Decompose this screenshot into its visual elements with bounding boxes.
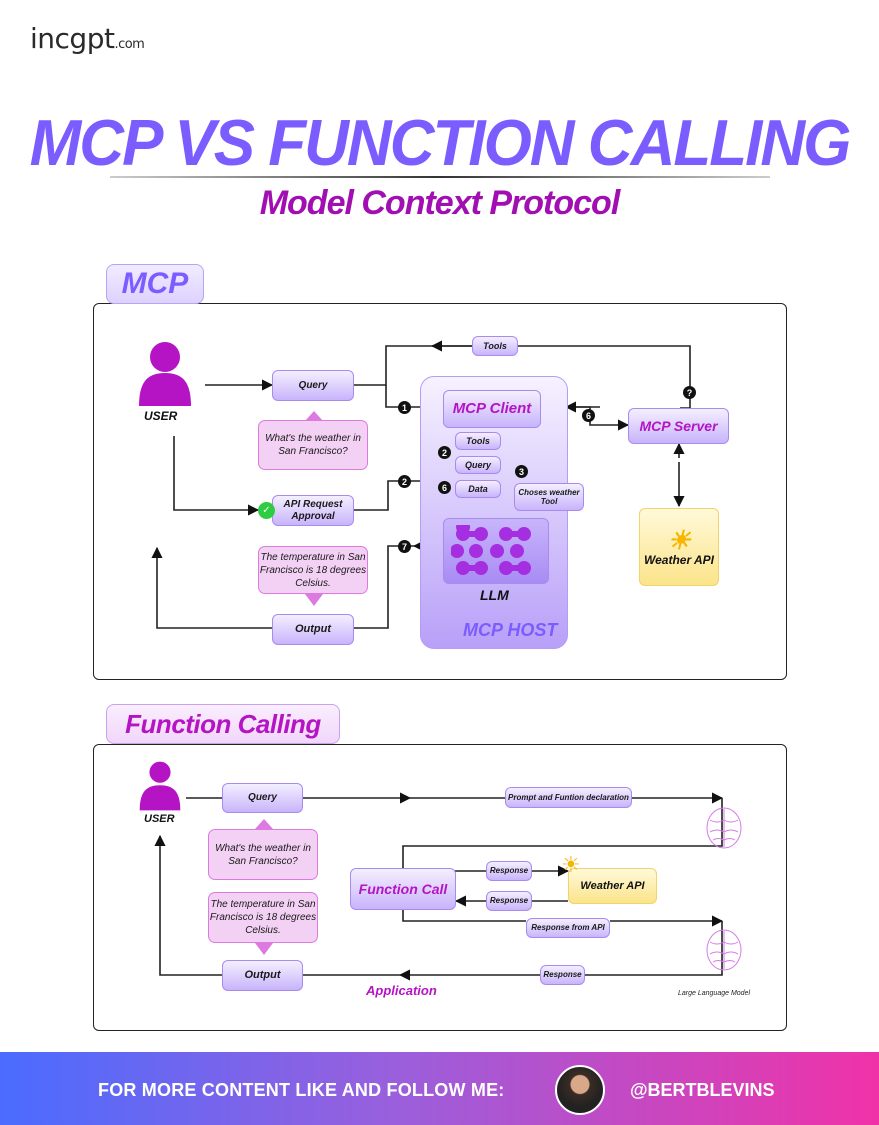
footer-cta: FOR MORE CONTENT LIKE AND FOLLOW ME: <box>98 1080 505 1100</box>
step-badge: 6 <box>582 409 595 422</box>
step-badge: 6 <box>438 481 451 494</box>
step-badge: 2 <box>398 475 411 488</box>
page-title: MCP VS FUNCTION CALLING <box>29 107 852 180</box>
llm-label: LLM <box>480 587 509 603</box>
site-logo[interactable]: incgpt.com <box>30 22 145 55</box>
user-icon <box>137 340 193 408</box>
mcp-weather-api-node[interactable]: ☀ Weather API <box>639 508 719 586</box>
llm-caption: Large Language Model <box>678 990 751 997</box>
bubble-pointer <box>305 594 323 606</box>
brain-icon <box>705 806 743 850</box>
mcp-api-approval-node[interactable]: API Request Approval <box>272 495 354 526</box>
bubble-pointer <box>255 943 273 955</box>
mcp-host-label: MCP HOST <box>463 620 558 640</box>
sun-icon: ☀ <box>667 525 691 555</box>
brain-icon <box>705 928 743 972</box>
weather-api-label: Weather API <box>643 553 715 567</box>
mcp-section-label: MCP <box>106 264 204 304</box>
mcp-stack-data[interactable]: Data <box>455 480 501 498</box>
fc-query-node[interactable]: Query <box>222 783 303 813</box>
mcp-query-node[interactable]: Query <box>272 370 354 401</box>
response-to-weather-node[interactable]: Response <box>486 861 532 881</box>
mcp-chooses-tool-note: Choses weather Tool <box>514 483 584 511</box>
title-divider <box>110 176 770 178</box>
user-icon <box>137 760 183 812</box>
step-badge: 1 <box>398 401 411 414</box>
step-badge: 2 <box>438 446 451 459</box>
author-avatar[interactable] <box>555 1065 605 1115</box>
bubble-pointer <box>305 411 323 421</box>
final-response-node[interactable]: Response <box>540 965 585 985</box>
step-badge: 7 <box>398 540 411 553</box>
footer-banner: FOR MORE CONTENT LIKE AND FOLLOW ME: @BE… <box>0 1052 879 1125</box>
sun-icon: ☀ <box>561 852 581 877</box>
mcp-output-bubble: The temperature in San Francisco is 18 d… <box>258 546 368 594</box>
step-badge: ? <box>683 386 696 399</box>
mcp-query-bubble: What's the weather in San Francisco? <box>258 420 368 470</box>
llm-network-icon <box>451 525 531 575</box>
mcp-user-label: USER <box>144 409 178 423</box>
function-calling-section-label: Function Calling <box>106 704 340 744</box>
prompt-declaration-node[interactable]: Prompt and Funtion declaration <box>505 787 632 808</box>
fc-output-bubble: The temperature in San Francisco is 18 d… <box>208 892 318 943</box>
mcp-output-node[interactable]: Output <box>272 614 354 645</box>
page-subtitle: Model Context Protocol <box>259 184 621 222</box>
response-from-api-node[interactable]: Response from API <box>526 918 610 938</box>
function-call-node[interactable]: Function Call <box>350 868 456 910</box>
mcp-server-node[interactable]: MCP Server <box>628 408 729 444</box>
author-handle[interactable]: @BERTBLEVINS <box>630 1080 775 1100</box>
fc-output-node[interactable]: Output <box>222 960 303 991</box>
mcp-tools-top-node[interactable]: Tools <box>472 336 518 356</box>
check-icon: ✓ <box>258 502 275 519</box>
logo-text: incgpt <box>30 22 115 55</box>
response-from-weather-node[interactable]: Response <box>486 891 532 911</box>
step-badge: 3 <box>515 465 528 478</box>
application-label: Application <box>366 983 437 998</box>
mcp-client-node[interactable]: MCP Client <box>443 390 541 428</box>
bubble-pointer <box>255 819 273 829</box>
fc-weather-api-node[interactable]: Weather API <box>568 868 657 904</box>
llm-node[interactable] <box>443 518 549 584</box>
mcp-stack-query[interactable]: Query <box>455 456 501 474</box>
mcp-stack-tools[interactable]: Tools <box>455 432 501 450</box>
fc-query-bubble: What's the weather in San Francisco? <box>208 829 318 880</box>
logo-suffix: .com <box>114 37 145 52</box>
fc-user-label: USER <box>144 813 175 825</box>
